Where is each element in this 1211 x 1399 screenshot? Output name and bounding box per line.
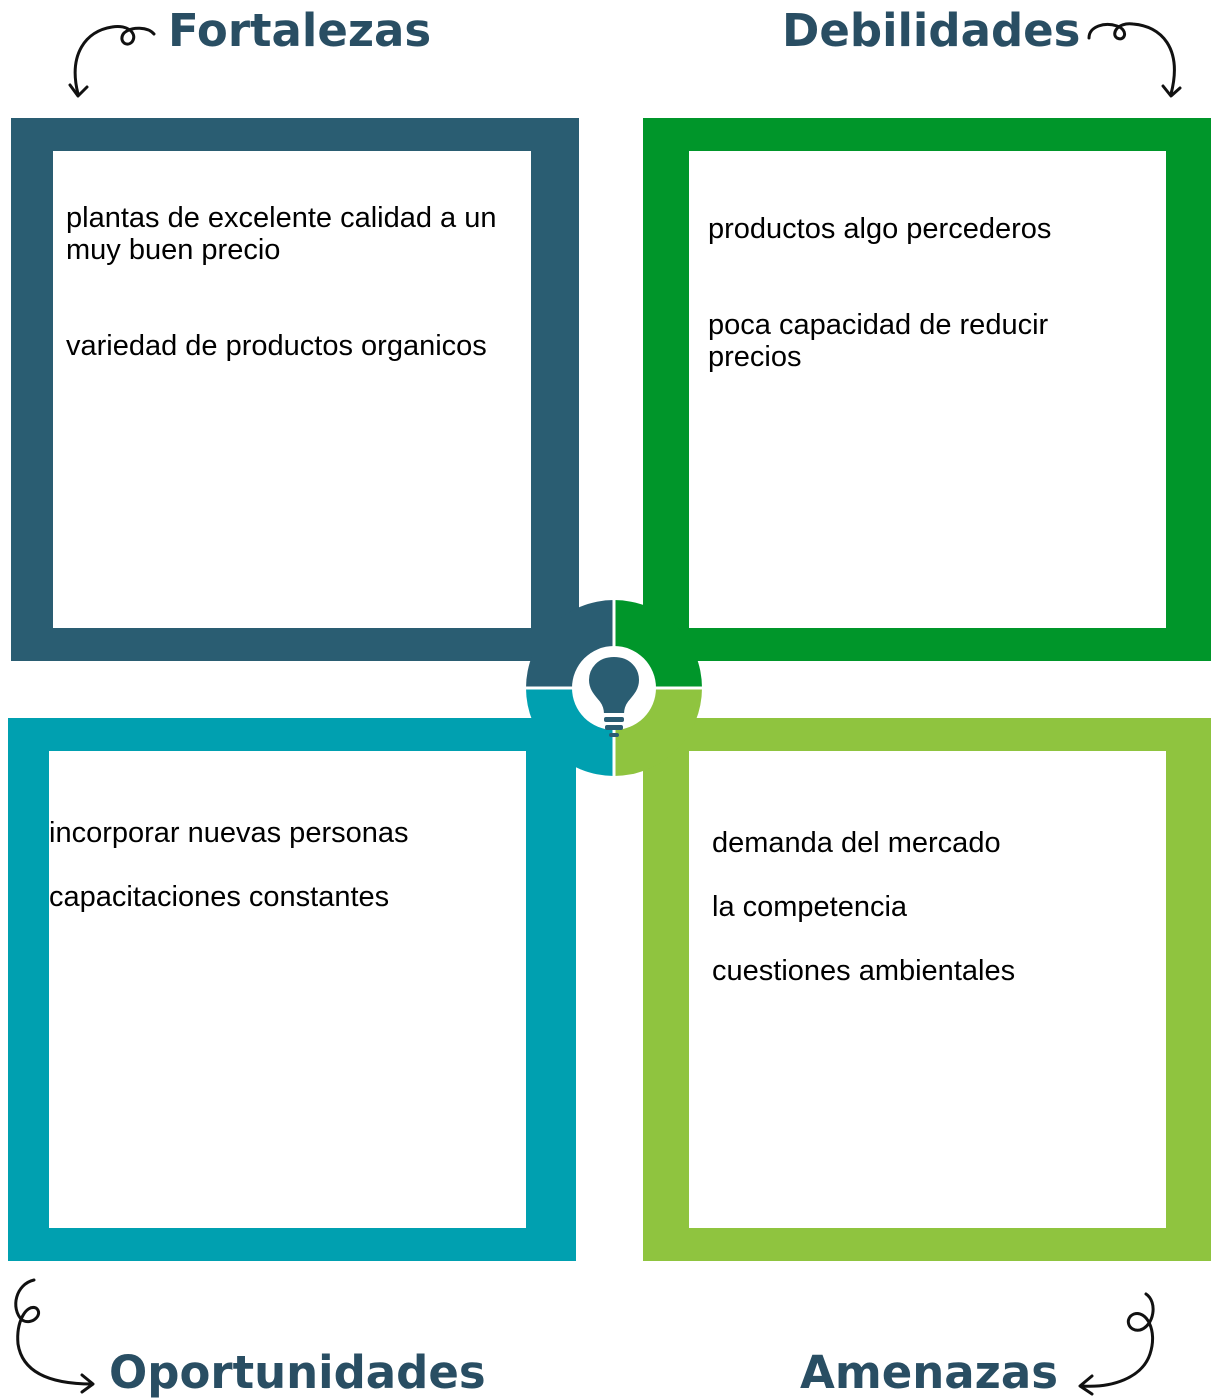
weaknesses-list: productos algo percederos poca capacidad… (708, 213, 1128, 373)
list-item: plantas de excelente calidad a un muy bu… (66, 202, 497, 266)
list-item: la competencia (712, 891, 908, 923)
list-item: variedad de productos organicos (66, 330, 487, 362)
curly-arrow-icon (1087, 22, 1182, 98)
lightbulb-icon (586, 654, 642, 737)
list-item: cuestiones ambientales (712, 955, 1016, 987)
list-item: demanda del mercado (712, 827, 1001, 859)
weaknesses-quadrant (643, 118, 1211, 661)
strengths-heading: Fortalezas (168, 4, 432, 57)
curly-arrow-icon (1078, 1292, 1155, 1396)
opportunities-quadrant (8, 718, 576, 1261)
weaknesses-heading: Debilidades (782, 4, 1081, 57)
list-item: productos algo percederos (708, 213, 1052, 245)
strengths-quadrant (11, 118, 579, 661)
curly-arrow-icon (68, 24, 156, 98)
list-item: incorporar nuevas personas (49, 817, 409, 849)
opportunities-list: incorporar nuevas personas capacitacione… (49, 817, 519, 913)
threats-quadrant (643, 718, 1211, 1261)
list-item: poca capacidad de reducir precios (708, 309, 1049, 373)
center-hub (524, 598, 704, 778)
curly-arrow-icon (14, 1278, 95, 1394)
list-item: capacitaciones constantes (49, 881, 390, 913)
threats-heading: Amenazas (800, 1346, 1058, 1399)
threats-list: demanda del mercado la competencia cuest… (712, 827, 1152, 987)
opportunities-heading: Oportunidades (109, 1346, 486, 1399)
strengths-list: plantas de excelente calidad a un muy bu… (66, 202, 536, 362)
